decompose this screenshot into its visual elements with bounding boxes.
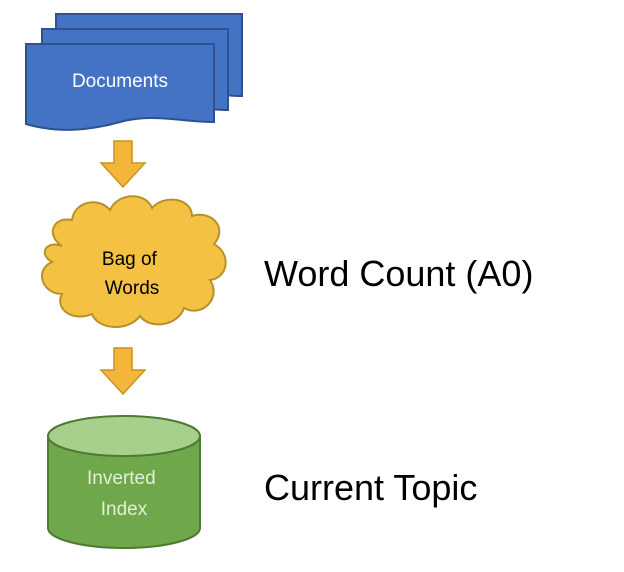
documents-label: Documents — [72, 71, 168, 92]
down-arrow-2 — [99, 347, 147, 396]
bag-of-words-line-1: Bag of — [102, 249, 158, 270]
word-count-label: Word Count (A0) — [264, 253, 534, 294]
inverted-index-node: Inverted Index — [47, 415, 201, 549]
documents-node: Documents — [25, 13, 243, 131]
document-front-sheet — [25, 43, 215, 131]
bag-of-words-line-2: Words — [105, 278, 160, 299]
cylinder-top — [47, 415, 201, 457]
bag-of-words-label: Bag of Words — [102, 249, 162, 299]
inverted-index-line-2: Index — [101, 499, 148, 520]
bag-of-words-node: Bag of Words — [41, 195, 227, 329]
down-arrow-1 — [99, 140, 147, 189]
cylinder-body — [47, 435, 201, 549]
inverted-index-label: Inverted Index — [87, 468, 161, 520]
inverted-index-line-1: Inverted — [87, 468, 156, 489]
cloud-shape — [41, 195, 227, 329]
current-topic-label: Current Topic — [264, 467, 478, 508]
